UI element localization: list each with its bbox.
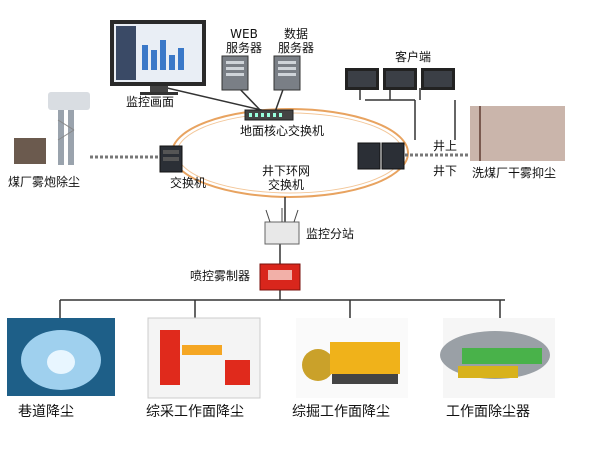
ring-switch-label-line2: 交换机 bbox=[267, 177, 304, 192]
ring-switch-label: 井下环网 交换机 bbox=[246, 164, 326, 193]
data-server-label-line1: 数据 bbox=[283, 27, 308, 41]
face-dust-collector-photo bbox=[440, 318, 555, 398]
server-icon-data bbox=[273, 55, 301, 91]
excavation-face-label: 综掘工作面降尘 bbox=[292, 404, 390, 420]
roadway-label: 巷道降尘 bbox=[18, 404, 74, 420]
below-ground-label: 井下 bbox=[433, 164, 458, 178]
ring-switch-label-line1: 井下环网 bbox=[261, 164, 310, 178]
monitor-screen-label: 监控画面 bbox=[126, 95, 175, 109]
wash-plant-label: 洗煤厂干雾抑尘 bbox=[472, 166, 557, 180]
face-dust-collector-label: 工作面除尘器 bbox=[446, 404, 530, 420]
fully-mech-face-photo bbox=[147, 317, 261, 399]
data-server-label: 数据 服务器 bbox=[272, 27, 320, 56]
client-computer-icon bbox=[345, 68, 455, 90]
above-ground-label: 井上 bbox=[433, 139, 458, 153]
fully-mech-face-label: 综采工作面降尘 bbox=[146, 404, 244, 420]
web-server-label: WEB 服务器 bbox=[220, 27, 268, 56]
monitor-icon bbox=[110, 20, 206, 95]
roadway-photo bbox=[7, 318, 115, 396]
web-server-label-line2: 服务器 bbox=[225, 40, 262, 55]
switch-hub-icon bbox=[244, 109, 294, 121]
controller-box-icon bbox=[259, 263, 301, 291]
fiber-segments bbox=[90, 153, 470, 159]
excavation-face-photo bbox=[296, 318, 408, 398]
wash-plant-photo bbox=[470, 106, 565, 161]
switch-label: 交换机 bbox=[170, 176, 207, 190]
industrial-switch-icon-left bbox=[159, 145, 183, 173]
substation-label: 监控分站 bbox=[306, 227, 355, 241]
spray-controller-label: 喷控雾制器 bbox=[190, 269, 251, 283]
wireless-station-icon bbox=[264, 208, 300, 245]
core-switch-label: 地面核心交换机 bbox=[240, 124, 325, 138]
data-server-label-line2: 服务器 bbox=[277, 40, 314, 55]
coal-fog-cannon-label: 煤厂雾炮除尘 bbox=[8, 175, 81, 189]
server-icon-web bbox=[221, 55, 249, 91]
client-label: 客户端 bbox=[395, 50, 432, 64]
industrial-switch-icon-right bbox=[357, 142, 405, 170]
fog-cannon-icon bbox=[14, 92, 90, 165]
web-server-label-line1: WEB bbox=[230, 27, 258, 41]
